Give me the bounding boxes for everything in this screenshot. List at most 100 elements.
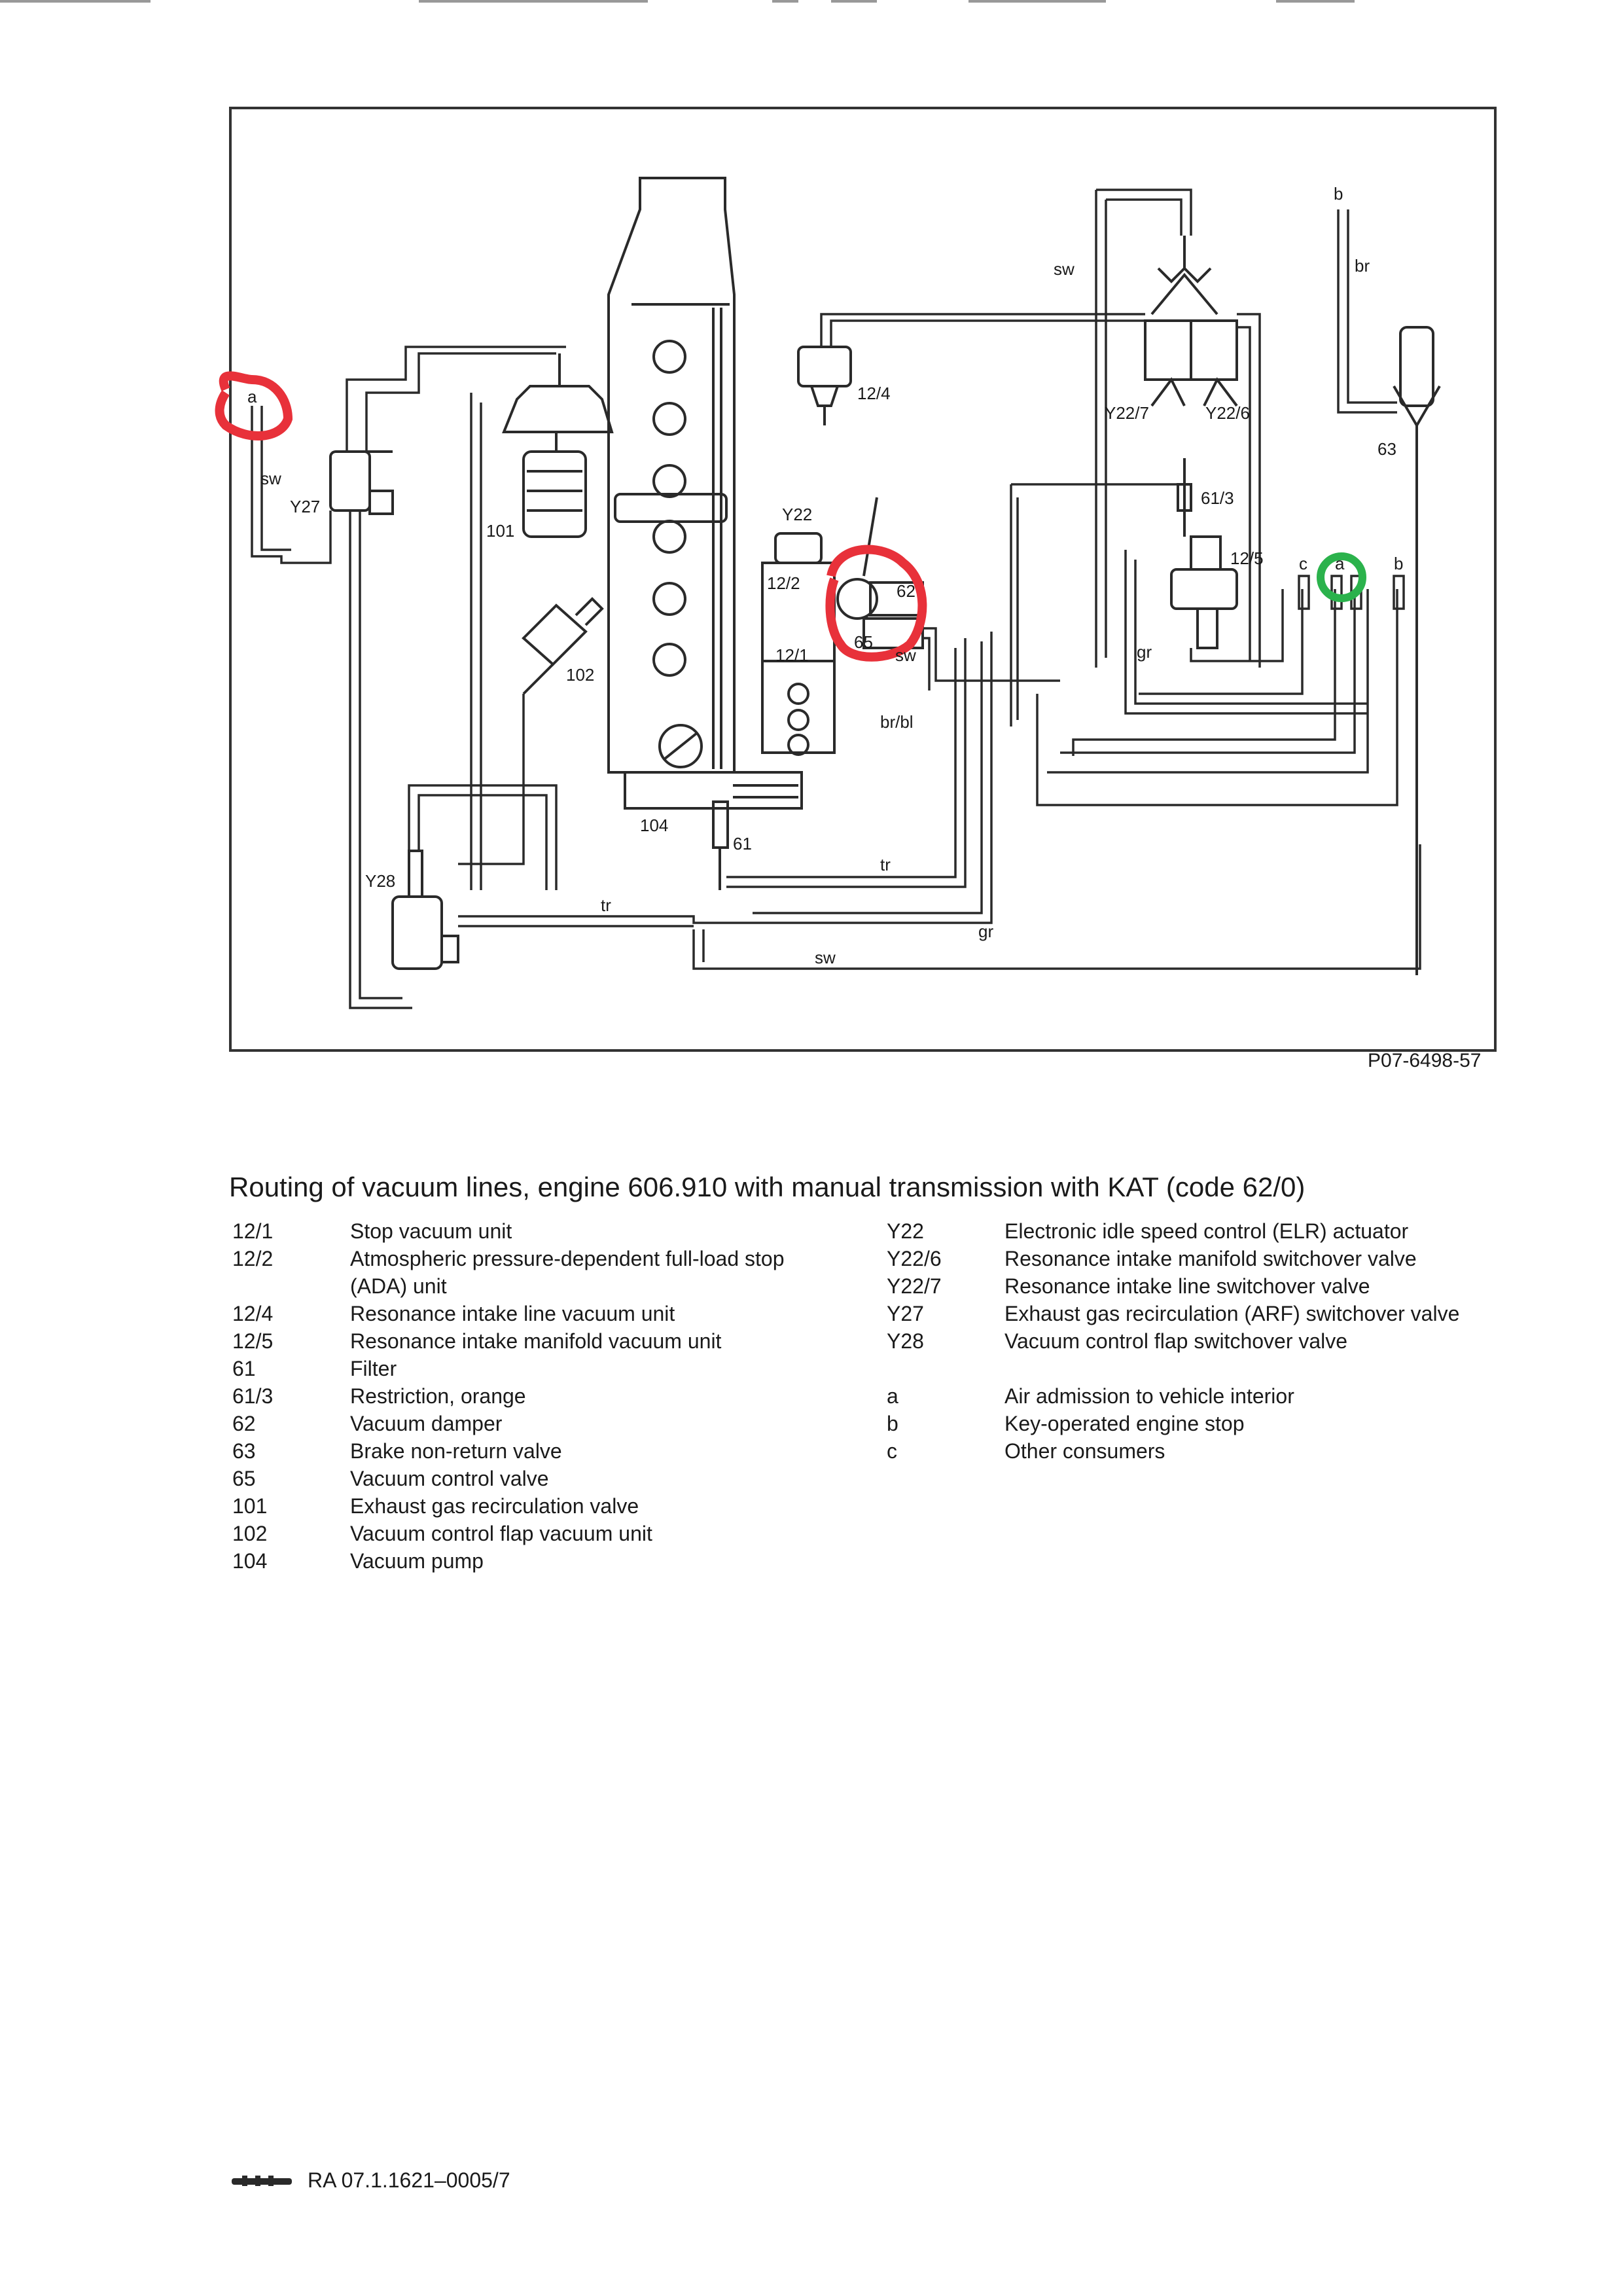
legend-desc: Resonance intake manifold vacuum unit <box>350 1329 722 1353</box>
brake-non-return-valve-63 <box>1393 326 1441 975</box>
diagram-id: P07-6498-57 <box>1368 1050 1482 1071</box>
footer: RA 07.1.1621–0005/7 <box>229 2168 510 2193</box>
diagram-frame <box>229 107 1497 1052</box>
legend-code: c <box>887 1439 897 1463</box>
label-y22-7: Y22/7 <box>1105 403 1149 423</box>
label-tr-left: tr <box>601 895 611 915</box>
label-sw-left: sw <box>260 469 281 488</box>
label-y28: Y28 <box>365 871 395 891</box>
scan-mark <box>1276 0 1355 3</box>
label-61: 61 <box>733 834 752 853</box>
valve-group-62-65 <box>836 497 924 649</box>
legend-code: Y27 <box>887 1302 924 1325</box>
legend-desc: Stop vacuum unit <box>350 1219 512 1243</box>
legend-code: 12/5 <box>232 1329 274 1353</box>
label-12-1: 12/1 <box>775 645 809 665</box>
label-63: 63 <box>1377 439 1396 459</box>
red-annotation-circle <box>825 545 927 662</box>
red-annotation-circle <box>215 371 293 440</box>
legend-row: c Other consumers <box>887 1437 1515 1465</box>
legend-desc: Resonance intake line vacuum unit <box>350 1302 675 1325</box>
legend-row: Y22/7 Resonance intake line switchover va… <box>887 1272 1515 1300</box>
legend-desc: Vacuum control flap switchover valve <box>1004 1329 1348 1353</box>
label-101: 101 <box>486 521 514 541</box>
legend-row: 65 Vacuum control valve <box>232 1465 861 1492</box>
legend-desc: Filter <box>350 1357 397 1380</box>
legend-desc: Electronic idle speed control (ELR) actu… <box>1004 1219 1409 1243</box>
legend-row: Y22/6 Resonance intake manifold switchove… <box>887 1245 1515 1272</box>
label-br-bl: br/bl <box>880 712 914 732</box>
legend-desc: Vacuum control valve <box>350 1467 549 1490</box>
label-12-2: 12/2 <box>767 573 800 593</box>
legend-desc: Air admission to vehicle interior <box>1004 1384 1294 1408</box>
legend-code: Y22/6 <box>887 1247 942 1270</box>
label-y22: Y22 <box>782 505 812 524</box>
scan-mark <box>0 0 151 3</box>
label-y22-6: Y22/6 <box>1205 403 1250 423</box>
logo-icon <box>232 2175 292 2186</box>
legend-code: 62 <box>232 1412 256 1435</box>
legend-code: Y22/7 <box>887 1274 942 1298</box>
vacuum-unit-12-4 <box>797 346 852 425</box>
scan-mark <box>772 0 798 3</box>
legend-desc: Vacuum pump <box>350 1549 484 1573</box>
legend-desc: Key-operated engine stop <box>1004 1412 1245 1435</box>
legend-code: 104 <box>232 1549 268 1573</box>
label-a-left: a <box>247 387 257 406</box>
footer-reference: RA 07.1.1621–0005/7 <box>308 2168 510 2192</box>
legend-row: 61 Filter <box>232 1355 861 1382</box>
vacuum-unit-12-5 <box>1170 535 1238 649</box>
label-65: 65 <box>854 632 873 652</box>
label-61-3: 61/3 <box>1201 488 1234 508</box>
legend-desc: Resonance intake line switchover valve <box>1004 1274 1370 1298</box>
legend-code: 12/1 <box>232 1219 274 1243</box>
label-a-right: a <box>1335 554 1345 573</box>
legend-code: 61/3 <box>232 1384 274 1408</box>
vacuum-line-diagram: a sw Y27 101 102 104 61 Y28 tr sw gr tr … <box>215 107 1497 1052</box>
label-y27: Y27 <box>290 497 320 516</box>
legend-desc: Other consumers <box>1004 1439 1165 1463</box>
legend-code: 61 <box>232 1357 256 1380</box>
legend-row: 62 Vacuum damper <box>232 1410 861 1437</box>
legend-code: 12/2 <box>232 1247 274 1270</box>
label-b-top: b <box>1334 184 1343 204</box>
legend-desc: Resonance intake manifold switchover val… <box>1004 1247 1417 1270</box>
filter-61 <box>712 800 729 890</box>
legend-spacer <box>887 1355 1515 1382</box>
label-104: 104 <box>640 816 668 835</box>
legend-desc: Exhaust gas recirculation (ARF) switchov… <box>1004 1302 1460 1325</box>
engine-block <box>607 177 803 810</box>
legend-code: 63 <box>232 1439 256 1463</box>
label-62: 62 <box>897 581 915 601</box>
label-sw-mid: sw <box>895 645 916 665</box>
scan-mark <box>831 0 877 3</box>
actuator-cluster-y22 <box>761 532 836 756</box>
legend-row: 104 Vacuum pump <box>232 1547 861 1575</box>
egr-valve-101 <box>502 353 614 538</box>
vacuum-unit-102 <box>522 597 604 695</box>
green-annotation-circle <box>1317 552 1366 602</box>
label-12-5: 12/5 <box>1230 548 1264 568</box>
legend-row: Y27 Exhaust gas recirculation (ARF) switc… <box>887 1300 1515 1327</box>
legend-desc: Exhaust gas recirculation valve <box>350 1494 639 1518</box>
legend-code: 12/4 <box>232 1302 274 1325</box>
legend-desc: Vacuum control flap vacuum unit <box>350 1522 652 1545</box>
switchover-valve-y27 <box>329 450 394 515</box>
legend-row: 12/5 Resonance intake manifold vacuum uni… <box>232 1327 861 1355</box>
label-tr-mid: tr <box>880 855 891 874</box>
label-sw-bottom: sw <box>815 948 836 967</box>
label-12-4: 12/4 <box>857 384 891 403</box>
legend-code: 65 <box>232 1467 256 1490</box>
legend-desc: Restriction, orange <box>350 1384 526 1408</box>
legend-desc: Vacuum damper <box>350 1412 503 1435</box>
label-c: c <box>1299 554 1307 573</box>
legend-row: 12/1 Stop vacuum unit <box>232 1217 861 1245</box>
